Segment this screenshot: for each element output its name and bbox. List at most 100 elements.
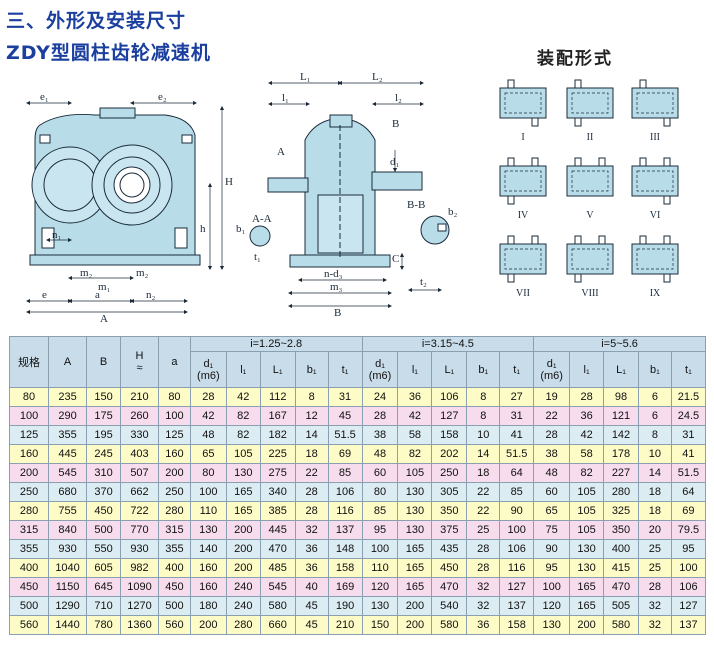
table-cell: 18: [294, 444, 329, 464]
table-cell: 160: [189, 558, 227, 578]
table-cell: 51.5: [499, 444, 535, 464]
table-cell: 780: [86, 615, 121, 635]
subcol-d1: d₁(m6): [533, 351, 571, 388]
table-cell: 36: [466, 615, 501, 635]
table-cell: 80: [189, 463, 227, 483]
table-cell: 200: [225, 558, 261, 578]
table-cell: 710: [86, 596, 121, 616]
table-cell: 150: [361, 615, 399, 635]
table-cell: 200: [189, 615, 227, 635]
subcol-b1: b₁: [637, 351, 672, 388]
table-cell: 250: [8, 482, 50, 502]
table-cell: 340: [259, 482, 296, 502]
subcol-L1: L₁: [603, 351, 639, 388]
table-cell: 36: [397, 387, 433, 407]
table-cell: 28: [637, 577, 672, 597]
table-cell: 64: [499, 463, 535, 483]
table-cell: 90: [533, 539, 571, 559]
table-cell: 240: [225, 596, 261, 616]
table-cell: 167: [259, 406, 296, 426]
table-cell: 21.5: [670, 387, 707, 407]
table-cell: 315: [8, 520, 50, 540]
table-cell: 40: [294, 577, 329, 597]
col-A: A: [48, 336, 88, 388]
table-cell: 60: [533, 482, 571, 502]
table-cell: 65: [189, 444, 227, 464]
table-cell: 500: [158, 596, 191, 616]
subcol-b1: b₁: [466, 351, 501, 388]
table-cell: 435: [431, 539, 468, 559]
table-cell: 32: [466, 596, 501, 616]
table-cell: 80: [8, 387, 50, 407]
label-m2b: m₂: [136, 267, 149, 279]
table-cell: 51.5: [670, 463, 707, 483]
table-cell: 25: [466, 520, 501, 540]
table-cell: 450: [86, 501, 121, 521]
label-nd3: n-d₃: [324, 268, 343, 280]
table-cell: 200: [397, 596, 433, 616]
label-m1: m₁: [98, 281, 111, 293]
table-cell: 112: [259, 387, 296, 407]
table-cell: 470: [603, 577, 639, 597]
table-cell: 445: [48, 444, 88, 464]
table-cell: 370: [86, 482, 121, 502]
table-cell: 930: [48, 539, 88, 559]
table-cell: 1360: [119, 615, 160, 635]
table-cell: 28: [569, 387, 605, 407]
side-view-drawing: [249, 114, 450, 268]
assembly-form-2: II: [566, 79, 614, 143]
table-cell: 28: [294, 482, 329, 502]
table-cell: 225: [259, 444, 296, 464]
table-cell: 105: [569, 482, 605, 502]
table-cell: 106: [499, 539, 535, 559]
table-cell: 42: [189, 406, 227, 426]
assembly-form-5: V: [566, 157, 614, 221]
table-cell: 18: [466, 463, 501, 483]
table-cell: 1090: [119, 577, 160, 597]
table-cell: 450: [158, 577, 191, 597]
table-cell: 540: [431, 596, 468, 616]
table-cell: 165: [397, 577, 433, 597]
table-cell: 1290: [48, 596, 88, 616]
table-cell: 45: [327, 406, 363, 426]
label-AA: A-A: [252, 213, 272, 225]
table-cell: 130: [533, 615, 571, 635]
table-cell: 10: [466, 425, 501, 445]
subcol-L1: L₁: [431, 351, 468, 388]
table-cell: 169: [327, 577, 363, 597]
table-cell: 22: [466, 482, 501, 502]
table-cell: 722: [119, 501, 160, 521]
label-H: H: [225, 176, 233, 188]
table-cell: 22: [533, 406, 571, 426]
table-cell: 580: [259, 596, 296, 616]
table-cell: 85: [499, 482, 535, 502]
table-cell: 48: [361, 444, 399, 464]
assembly-forms-title: 装配形式: [537, 49, 613, 69]
table-cell: 275: [259, 463, 296, 483]
assembly-form-6: VI: [631, 157, 679, 221]
label-e1: e₁: [40, 91, 49, 103]
table-cell: 100: [361, 539, 399, 559]
table-cell: 106: [670, 577, 707, 597]
table-cell: 500: [8, 596, 50, 616]
front-dimension-lines: [25, 100, 225, 315]
table-cell: 41: [499, 425, 535, 445]
table-cell: 6: [637, 406, 672, 426]
label-L1: L₁: [300, 71, 311, 83]
table-cell: 210: [119, 387, 160, 407]
table-cell: 560: [8, 615, 50, 635]
table-cell: 18: [637, 501, 672, 521]
table-cell: 69: [670, 501, 707, 521]
assembly-form-3: III: [631, 79, 679, 143]
table-cell: 98: [603, 387, 639, 407]
table-cell: 48: [533, 463, 571, 483]
table-cell: 200: [397, 615, 433, 635]
table-cell: 550: [86, 539, 121, 559]
table-cell: 280: [8, 501, 50, 521]
table-cell: 200: [8, 463, 50, 483]
